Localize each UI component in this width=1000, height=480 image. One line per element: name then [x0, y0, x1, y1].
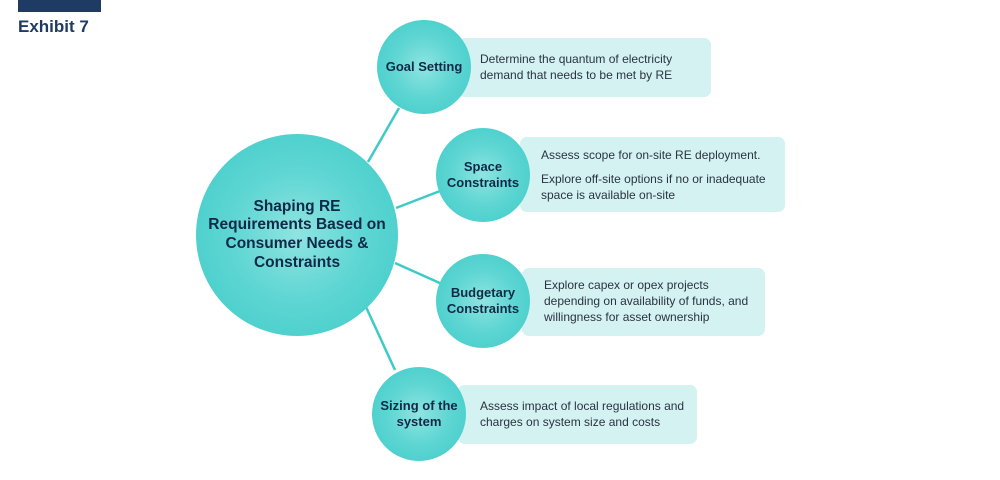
connector-budgetary-constraints [394, 261, 443, 286]
budgetary-constraints-title-line: Constraints [446, 301, 520, 316]
central-topic-line: Constraints [253, 253, 341, 271]
space-constraints-description-box: Assess scope for on-site RE deployment. … [520, 137, 785, 212]
exhibit-label: Exhibit 7 [18, 17, 89, 36]
sizing-system-description: Assess impact of local regulations and c… [480, 399, 685, 430]
central-topic-line: Shaping RE [253, 197, 341, 215]
space-constraints-title-line: Space [463, 158, 503, 174]
sizing-system-title-line: system [396, 414, 442, 429]
header-accent-bar [18, 0, 101, 12]
goal-setting-description-box: Determine the quantum of electricity dem… [458, 38, 711, 97]
space-constraints-title-line: Constraints [446, 175, 520, 190]
space-constraints-description-2: Explore off-site options if no or inadeq… [541, 172, 766, 203]
budgetary-constraints-circle: Budgetary Constraints [436, 254, 530, 348]
connector-space-constraints [395, 189, 441, 210]
sizing-system-circle: Sizing of the system [372, 367, 466, 461]
goal-setting-title: Goal Setting [385, 58, 463, 74]
budgetary-constraints-description-box: Explore capex or opex projects depending… [522, 268, 765, 336]
connector-goal-setting [366, 107, 401, 163]
connector-sizing-system [364, 306, 397, 371]
space-constraints-circle: Space Constraints [436, 128, 530, 222]
sizing-system-title-line: Sizing of the [380, 397, 458, 413]
goal-setting-circle: Goal Setting [377, 20, 471, 114]
sizing-system-description-box: Assess impact of local regulations and c… [458, 385, 697, 444]
central-topic-line: Consumer Needs & [225, 235, 369, 252]
central-topic-circle: Shaping RE Requirements Based on Consume… [196, 134, 398, 336]
central-topic-line: Requirements Based on [208, 216, 386, 234]
goal-setting-description: Determine the quantum of electricity dem… [480, 52, 673, 83]
budgetary-constraints-description: Explore capex or opex projects depending… [544, 278, 749, 325]
space-constraints-description-1: Assess scope for on-site RE deployment. [541, 148, 761, 162]
budgetary-constraints-title-line: Budgetary [450, 284, 516, 300]
